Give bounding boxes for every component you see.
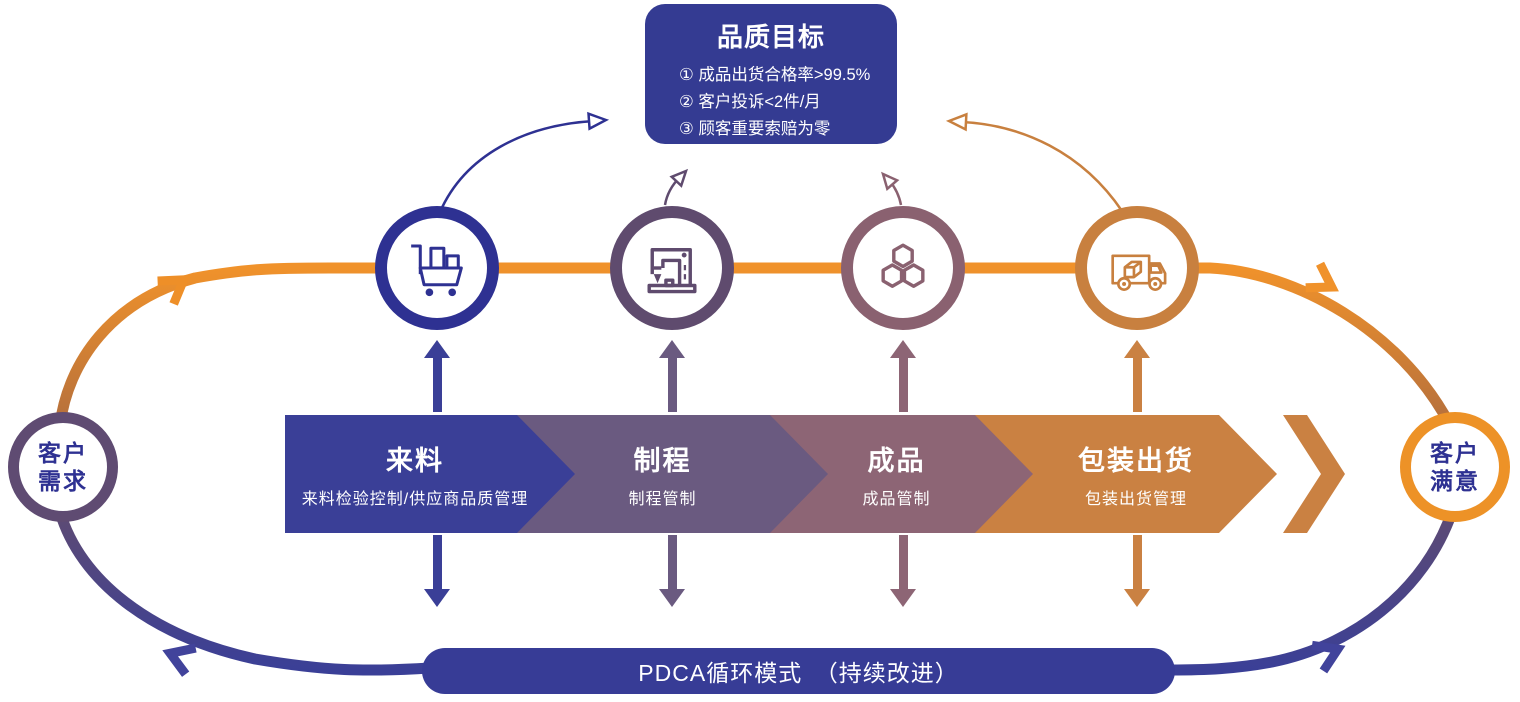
- customer-needs-line2: 需求: [38, 468, 88, 494]
- up-arrow-incoming: [424, 340, 450, 412]
- bottom-left-arc: [54, 510, 431, 676]
- stage-subtitle: 包装出货管理: [1084, 491, 1187, 508]
- customer-satisfaction-line2: 满意: [1430, 468, 1480, 494]
- stage-subtitle: 来料检验控制/供应商品质管理: [301, 491, 529, 508]
- quality-goal-item: ② 客户投诉<2件/月: [679, 93, 821, 111]
- stage-segment-incoming: 来料 来料检验控制/供应商品质管理: [285, 415, 575, 533]
- hexagons-icon: [881, 243, 925, 288]
- down-arrow-finished: [890, 535, 916, 607]
- up-arrow-finished: [890, 340, 916, 412]
- down-arrow-process: [659, 535, 685, 607]
- pdca-banner-label: PDCA循环模式 （持续改进）: [638, 660, 959, 686]
- quality-goal-box: 品质目标 ① 成品出货合格率>99.5% ② 客户投诉<2件/月 ③ 顾客重要索…: [645, 4, 897, 144]
- quality-goal-title: 品质目标: [716, 22, 825, 52]
- down-arrow-incoming: [424, 535, 450, 607]
- stage-segment-finished: 成品 成品管制: [770, 415, 1033, 533]
- machine-icon: [647, 248, 697, 294]
- stage-title: 制程: [633, 446, 692, 476]
- quality-goal-list: ① 成品出货合格率>99.5% ② 客户投诉<2件/月 ③ 顾客重要索赔为零: [645, 62, 897, 143]
- stage-title: 包装出货: [1078, 446, 1194, 476]
- bottom-right-arrowhead: [1311, 640, 1346, 674]
- stage-title: 来料: [386, 446, 444, 476]
- stage-subtitle: 制程管制: [628, 491, 697, 508]
- stage-circle-incoming: [375, 206, 499, 330]
- bottom-left-arrowhead: [162, 643, 197, 677]
- up-arrow-shipping: [1124, 340, 1150, 412]
- customer-needs-line1: 客户: [38, 440, 88, 466]
- truck-icon: [1111, 254, 1167, 291]
- stage-subtitle: 成品管制: [862, 491, 931, 508]
- cart-icon: [411, 244, 463, 297]
- customer-needs-circle: 客户 需求: [8, 412, 118, 522]
- customer-satisfaction-line1: 客户: [1430, 440, 1480, 466]
- goal-pointer-4: [961, 120, 1124, 212]
- goal-pointer-1: [438, 119, 595, 213]
- customer-satisfaction-circle: 客户 满意: [1400, 412, 1510, 522]
- bottom-right-arc: [1169, 510, 1458, 676]
- top-left-arrowhead: [157, 275, 191, 306]
- stage-circle-process: [610, 206, 734, 330]
- stage-circle-shipping: [1075, 206, 1199, 330]
- top-flow-arc: [54, 262, 1455, 428]
- pdca-banner: PDCA循环模式 （持续改进）: [422, 648, 1175, 694]
- stage-circle-finished: [841, 206, 965, 330]
- top-right-arrowhead: [1305, 261, 1339, 293]
- down-arrow-shipping: [1124, 535, 1150, 607]
- quality-goal-item: ③ 顾客重要索赔为零: [679, 120, 831, 138]
- up-arrow-process: [659, 340, 685, 412]
- quality-goal-item: ① 成品出货合格率>99.5%: [679, 66, 871, 84]
- stage-title: 成品: [867, 446, 926, 476]
